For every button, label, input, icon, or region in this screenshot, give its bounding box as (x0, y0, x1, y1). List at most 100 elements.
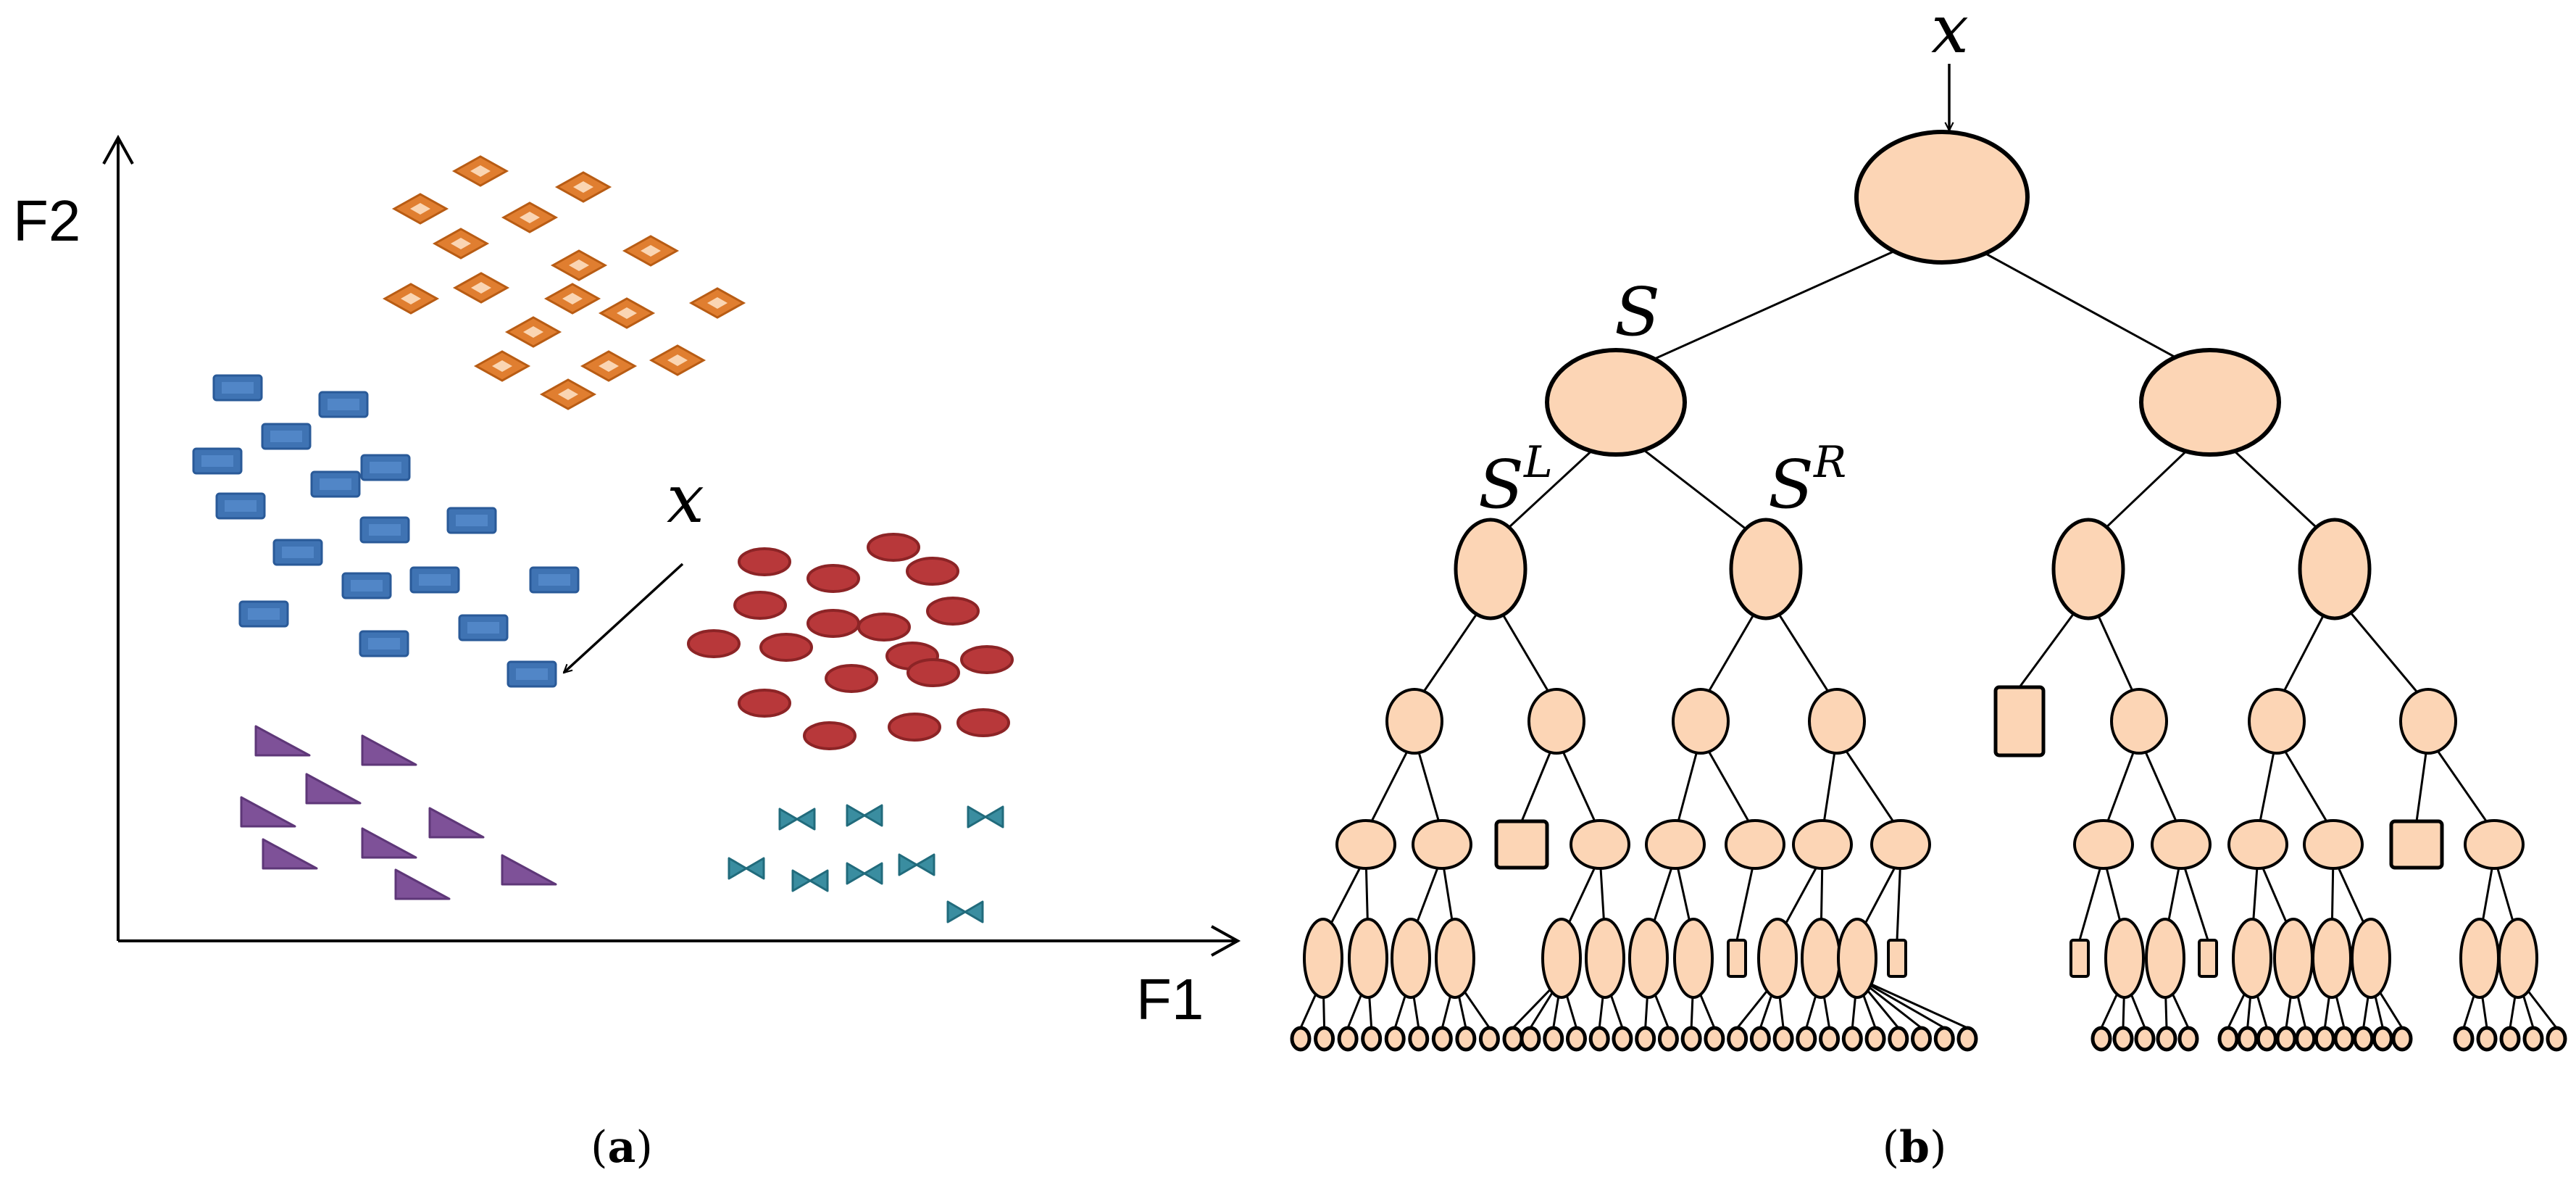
tree-edge (1699, 736, 1756, 834)
tree-leaf (1864, 1026, 1886, 1052)
diamond-icon (554, 171, 612, 203)
ellipse-icon (733, 591, 787, 620)
tree-edge (1896, 856, 1902, 941)
rectangle-icon (318, 391, 369, 418)
diamond-icon (580, 350, 638, 382)
bowtie-icon (791, 869, 829, 892)
ellipse-icon (803, 721, 856, 750)
caption-a: (a) (591, 1122, 653, 1173)
tree-node (1385, 688, 1443, 755)
bowtie-icon (778, 808, 816, 831)
tree-node (2110, 688, 2168, 755)
tree-leaf (1337, 1026, 1359, 1052)
tree-edge (2275, 736, 2335, 834)
bowtie-icon (728, 857, 765, 880)
y-axis-arrowhead (102, 134, 134, 165)
tree-leaf (1819, 1026, 1841, 1052)
triangle-icon (262, 838, 318, 870)
tree-node (1541, 918, 1582, 999)
node-label-sl: SL (1478, 437, 1553, 523)
tree-node (1792, 819, 1853, 870)
ellipse-icon (825, 664, 878, 693)
tree-edge (1735, 856, 1756, 941)
caption-b: (b) (1883, 1122, 1947, 1173)
tree-node (1585, 918, 1625, 999)
tree-node (1854, 130, 2030, 265)
tree-leaf-rect (1887, 939, 1907, 978)
tree-node (1391, 918, 1431, 999)
diamond-icon (473, 350, 531, 382)
diamond-icon (501, 202, 559, 233)
tree-node (2312, 918, 2352, 999)
rectangle-icon (529, 566, 580, 594)
rectangle-icon (507, 660, 557, 688)
tree-node (2303, 819, 2364, 870)
tree-node (2151, 819, 2212, 870)
tree-node (1837, 918, 1877, 999)
ellipse-icon (888, 713, 941, 742)
tree-leaf (1635, 1026, 1656, 1052)
rectangle-icon (215, 492, 266, 520)
tree-leaf (1290, 1026, 1312, 1052)
tree-leaf (2476, 1026, 2498, 1052)
tree-leaf (2333, 1026, 2355, 1052)
tree-node (2145, 918, 2185, 999)
rectangle-icon (359, 630, 409, 657)
tree-node (1527, 688, 1585, 755)
tree-leaf (1431, 1026, 1453, 1052)
bowtie-icon (846, 862, 883, 885)
tree-node (1757, 918, 1798, 999)
diamond-icon (452, 272, 510, 304)
tree-node (1348, 918, 1388, 999)
x-axis-arrowhead (1211, 925, 1241, 957)
triangle-icon (361, 734, 417, 766)
tree-leaf (1543, 1026, 1564, 1052)
rectangle-icon (261, 423, 312, 450)
ellipse-icon (906, 658, 960, 687)
tree-node (1412, 819, 1472, 870)
node-label-s: S (1614, 273, 1660, 351)
tree-leaf (2112, 1026, 2134, 1052)
axis-y-label: F2 (13, 188, 80, 253)
tree-leaf (1384, 1026, 1406, 1052)
tree-edge (1856, 976, 1968, 1029)
tree-leaf (1956, 1026, 1978, 1052)
rectangle-icon (409, 566, 460, 594)
ellipse-icon (806, 564, 860, 593)
ellipse-icon (738, 689, 791, 718)
tree-leaf (2372, 1026, 2393, 1052)
tree-node (1454, 518, 1527, 620)
tree-leaf (2275, 1026, 2297, 1052)
tree-leaf (2177, 1026, 2199, 1052)
tree-leaf (1727, 1026, 1748, 1052)
ellipse-icon (857, 613, 911, 642)
tree-leaf (1314, 1026, 1335, 1052)
tree-node (1628, 918, 1669, 999)
tree-leaf (2091, 1026, 2112, 1052)
tree-leaf (2499, 1026, 2521, 1052)
diamond-icon (649, 344, 706, 376)
tree-edges (1299, 228, 2558, 1029)
tree-leaf (1680, 1026, 1702, 1052)
tree-leaf (1408, 1026, 1430, 1052)
tree-leaf (1657, 1026, 1679, 1052)
node-label-sr: SR (1768, 437, 1846, 523)
diamond-icon (550, 249, 608, 281)
tree-leaf (1749, 1026, 1771, 1052)
triangle-icon (428, 807, 485, 839)
diamond-icon (539, 378, 597, 410)
tree-leaf (2453, 1026, 2475, 1052)
tree-leaf (2391, 1026, 2413, 1052)
rectangle-icon (360, 454, 411, 481)
axis-x-label: F1 (1136, 967, 1204, 1032)
tree-leaf (2353, 1026, 2375, 1052)
triangle-icon (240, 796, 296, 828)
tree-node (1545, 348, 1687, 457)
tree-node (1808, 688, 1866, 755)
cluster-red-ellipses (687, 533, 1014, 750)
tree-node (1870, 819, 1931, 870)
tree-node (2464, 819, 2525, 870)
rectangle-icon (446, 507, 497, 534)
tree-leaf (2217, 1026, 2239, 1052)
